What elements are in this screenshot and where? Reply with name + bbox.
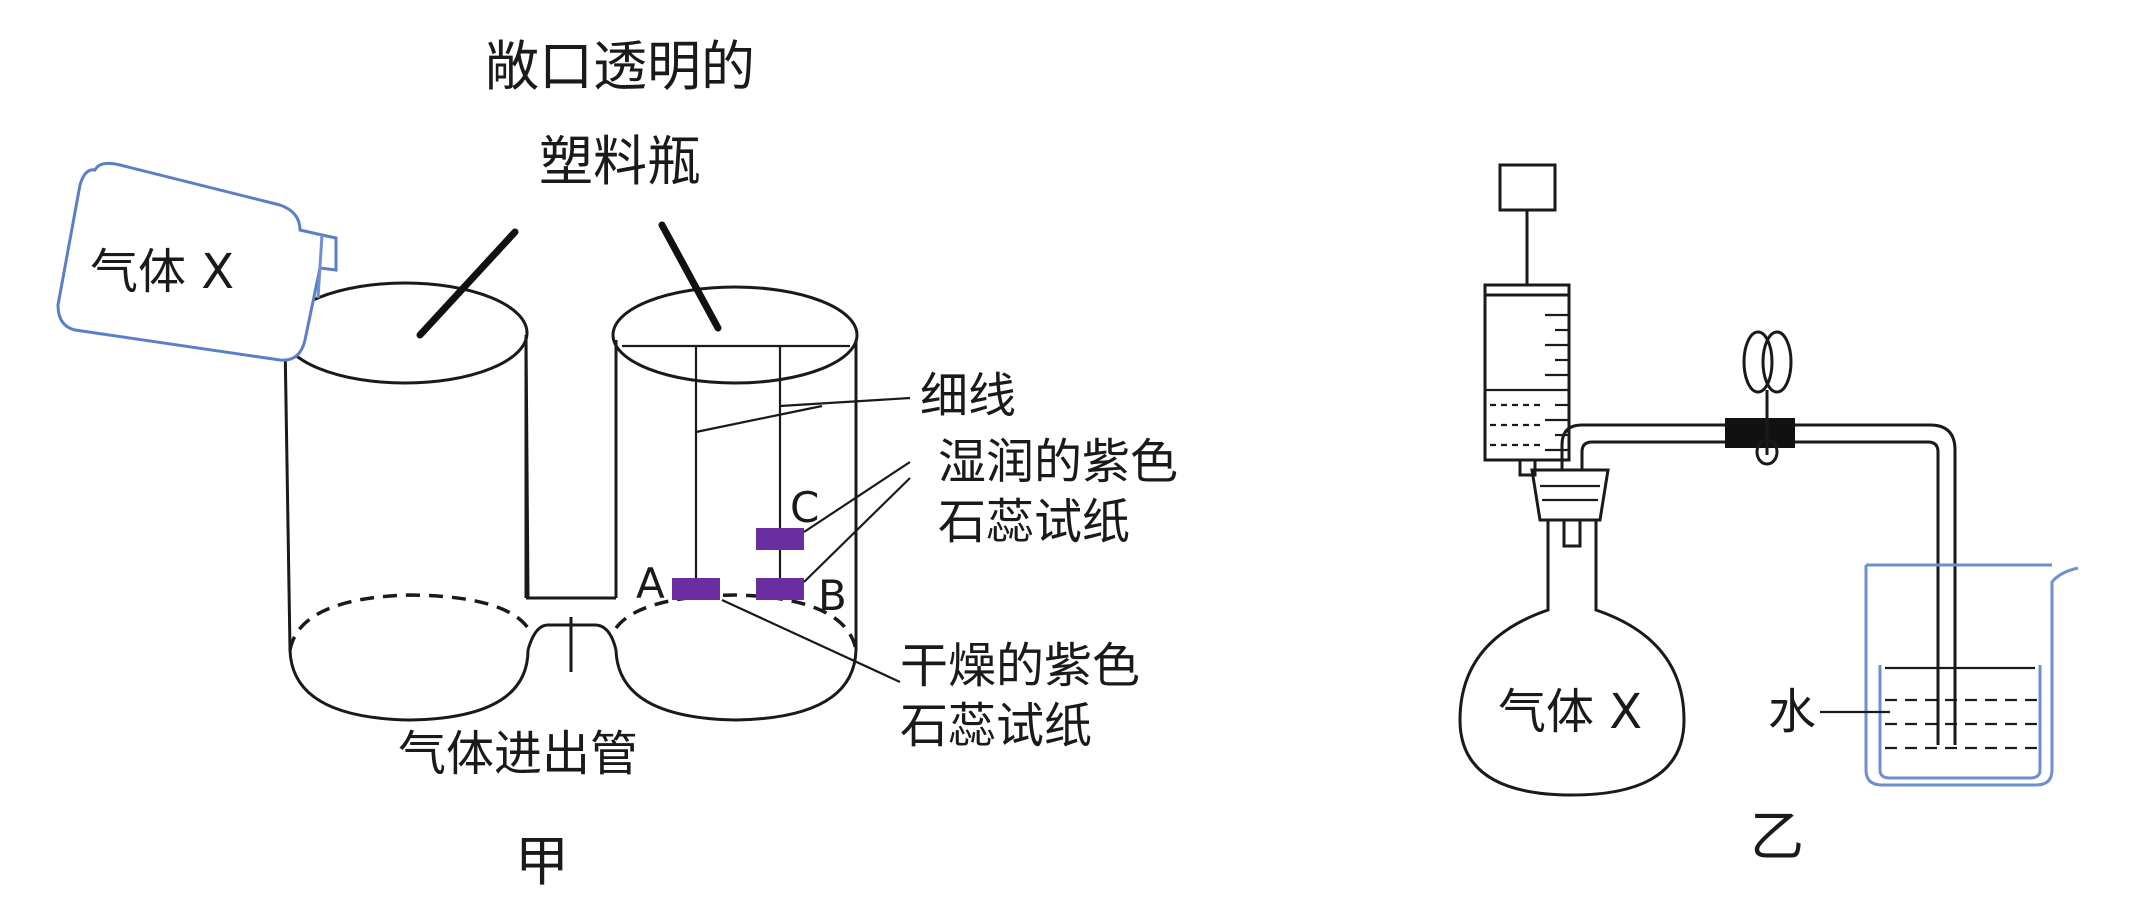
right-bottle-top-rim	[611, 285, 859, 385]
syringe-graduations	[1545, 313, 1569, 452]
wet-paper-label-line1: 湿润的紫色	[938, 434, 1178, 490]
left-plastic-bottle	[281, 281, 530, 722]
figure-jia: 敞口透明的 塑料瓶 气体 X 细线 湿润的紫色 石蕊试纸 干燥的紫色 石蕊试纸 …	[56, 35, 1178, 893]
clamp-base	[1755, 438, 1779, 466]
left-bottle-bottom-back-dashed	[288, 593, 530, 651]
beaker-inner-wall	[1878, 665, 2042, 780]
wet-pointer-b	[803, 477, 911, 583]
pouring-bottle-body	[56, 161, 338, 362]
tube-below-stopper	[1562, 518, 1582, 548]
clamp-handle-left	[1742, 330, 1774, 394]
pinch-clamp	[1742, 330, 1793, 466]
tube-outer-right	[1795, 423, 1957, 745]
dry-pointer-a	[721, 599, 901, 683]
point-c-label: C	[790, 483, 819, 532]
flask-label: 气体 X	[1498, 684, 1642, 740]
delivery-tube	[1560, 423, 1957, 745]
right-plastic-bottle	[611, 285, 859, 722]
pouring-bottle-neck	[316, 234, 324, 299]
left-bottle-left-wall	[283, 339, 292, 651]
point-b-label: B	[818, 571, 847, 620]
figure-jia-caption: 甲	[515, 830, 569, 893]
right-bottle-bottom-back-dashed	[614, 593, 858, 651]
tube-outer-left	[1560, 423, 1725, 470]
label-pointer-left-bottle	[416, 228, 519, 339]
thread-pointer-1	[695, 404, 823, 434]
round-flask	[1458, 520, 1686, 797]
thread-pointer-2	[779, 396, 911, 408]
pouring-bottle-label: 气体 X	[90, 244, 234, 300]
gas-tube	[526, 617, 618, 672]
left-bottle-bottom-front	[288, 649, 530, 722]
beaker-body	[1864, 565, 2079, 787]
pouring-gas-bottle	[56, 161, 338, 362]
bottle-label-line1: 敞口透明的	[485, 35, 755, 98]
wet-pointer-c	[803, 461, 911, 533]
water-label: 水	[1768, 684, 1816, 740]
stopper-ridges	[1540, 484, 1600, 502]
label-pointer-right-bottle	[658, 221, 722, 332]
flask-stopper	[1530, 468, 1610, 522]
thread-label: 细线	[920, 368, 1016, 424]
right-bottle-bottom-front	[614, 649, 858, 722]
tube-inner-right	[1795, 440, 1940, 745]
syringe-plunger-top	[1498, 163, 1557, 212]
dry-paper-label-line1: 干燥的紫色	[900, 638, 1140, 694]
gas-tube-label: 气体进出管	[398, 726, 638, 782]
figure-yi: 气体 X 水 乙	[1458, 163, 2079, 868]
syringe-plunger-flange	[1498, 200, 1557, 210]
litmus-paper-b	[756, 578, 804, 600]
syringe-liquid-dashes	[1490, 403, 1540, 447]
tube-inner-left	[1580, 440, 1725, 470]
wet-paper-label-line2: 石蕊试纸	[938, 494, 1130, 550]
syringe-tip	[1518, 460, 1537, 477]
dry-paper-label-line2: 石蕊试纸	[900, 698, 1092, 754]
litmus-paper-a	[672, 578, 720, 600]
beaker	[1864, 563, 2079, 787]
connecting-channel	[524, 340, 618, 600]
litmus-paper-c	[756, 528, 804, 550]
left-bottle-top-rim	[281, 281, 529, 385]
syringe-barrel	[1483, 283, 1571, 462]
syringe	[1483, 163, 1571, 477]
bottle-label-line2: 塑料瓶	[539, 130, 701, 193]
point-a-label: A	[636, 559, 665, 608]
clamp-handle-right	[1761, 330, 1793, 394]
figure-yi-caption: 乙	[1750, 805, 1804, 868]
water-dashes	[1885, 698, 2045, 750]
